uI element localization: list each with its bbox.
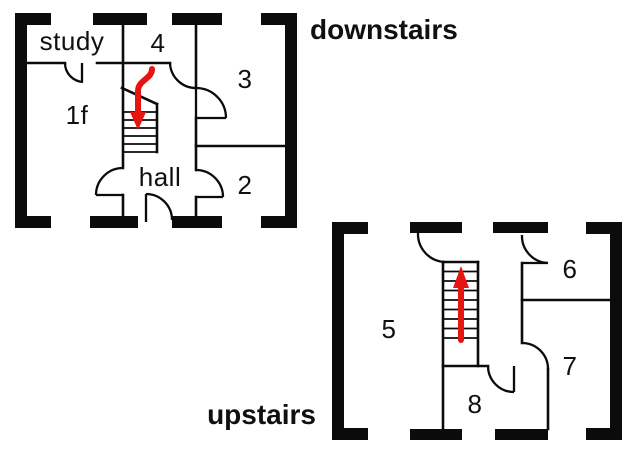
downstairs-doors bbox=[63, 62, 228, 222]
upstairs-room-labels: 5 6 7 8 bbox=[382, 254, 578, 419]
downstairs-title: downstairs bbox=[310, 14, 458, 45]
upstairs-outer-walls bbox=[332, 222, 622, 440]
room5-door-arc bbox=[416, 232, 446, 264]
downstairs-interior-walls bbox=[25, 18, 287, 223]
upstairs-title: upstairs bbox=[207, 399, 316, 430]
downstairs-room-labels: study 4 3 1f hall 2 bbox=[40, 26, 253, 200]
room-label-4: 4 bbox=[151, 28, 166, 58]
downstairs-outer-walls bbox=[15, 13, 297, 228]
downstairs-plan: study 4 3 1f hall 2 downstairs bbox=[15, 13, 458, 228]
room4-door-arc bbox=[168, 62, 197, 90]
front-door-arc bbox=[145, 192, 174, 221]
room3-door-arc bbox=[195, 86, 228, 119]
room-label-3: 3 bbox=[238, 64, 253, 94]
room-label-5: 5 bbox=[382, 314, 397, 344]
room-label-study: study bbox=[40, 26, 105, 56]
study-door-arc bbox=[63, 62, 84, 84]
room7-door-arc bbox=[521, 341, 550, 370]
upstairs-doors bbox=[416, 232, 550, 394]
upstairs-plan: 5 6 7 8 upstairs bbox=[207, 222, 622, 440]
room8-door-arc bbox=[486, 365, 515, 394]
room2-door-arc bbox=[195, 168, 225, 198]
stairs-down-arrow bbox=[130, 66, 155, 130]
stairs-up-arrow bbox=[453, 266, 469, 343]
room-label-hall: hall bbox=[139, 162, 181, 192]
room6-door-arc bbox=[520, 234, 549, 265]
room-label-2: 2 bbox=[238, 170, 253, 200]
room-label-6: 6 bbox=[563, 254, 578, 284]
room-label-1f: 1f bbox=[66, 100, 89, 130]
hall-west-door-arc bbox=[94, 166, 124, 196]
room-label-7: 7 bbox=[563, 351, 578, 381]
upstairs-staircase bbox=[441, 260, 480, 339]
room-label-8: 8 bbox=[468, 389, 483, 419]
